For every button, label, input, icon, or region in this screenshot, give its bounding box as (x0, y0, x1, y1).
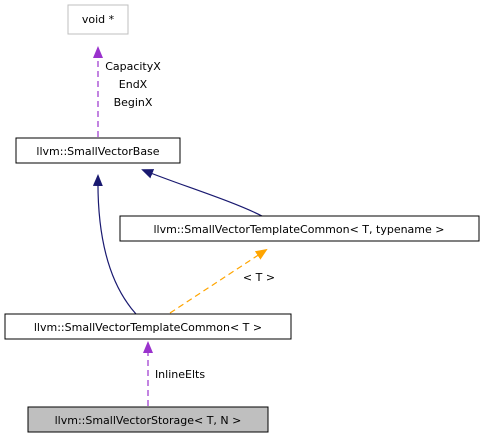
edge-label-inline-elts: InlineElts (155, 368, 205, 381)
node-small-vector-base[interactable]: llvm::SmallVectorBase (15, 137, 181, 164)
node-small-vector-storage-label: llvm::SmallVectorStorage< T, N > (55, 414, 242, 427)
node-template-common-t-label: llvm::SmallVectorTemplateCommon< T > (34, 321, 262, 334)
node-template-common-t[interactable]: llvm::SmallVectorTemplateCommon< T > (4, 313, 292, 340)
edge-label-template-arg: < T > (243, 271, 275, 284)
edge-label-endx: EndX (119, 78, 148, 91)
edge-template-instance (169, 248, 268, 314)
node-small-vector-storage[interactable]: llvm::SmallVectorStorage< T, N > (27, 406, 269, 433)
node-void-ptr-label: void * (82, 13, 115, 26)
edge-label-capacityx: CapacityX (105, 60, 161, 73)
edge-templatecommon-typename-to-base (141, 169, 263, 217)
node-template-common-typename[interactable]: llvm::SmallVectorTemplateCommon< T, type… (119, 215, 480, 242)
edge-templatecommon-t-to-base (92, 174, 137, 315)
node-void-ptr[interactable]: void * (67, 4, 129, 35)
node-template-common-typename-label: llvm::SmallVectorTemplateCommon< T, type… (154, 223, 445, 236)
node-small-vector-base-label: llvm::SmallVectorBase (36, 145, 159, 158)
edge-label-beginx: BeginX (114, 96, 153, 109)
